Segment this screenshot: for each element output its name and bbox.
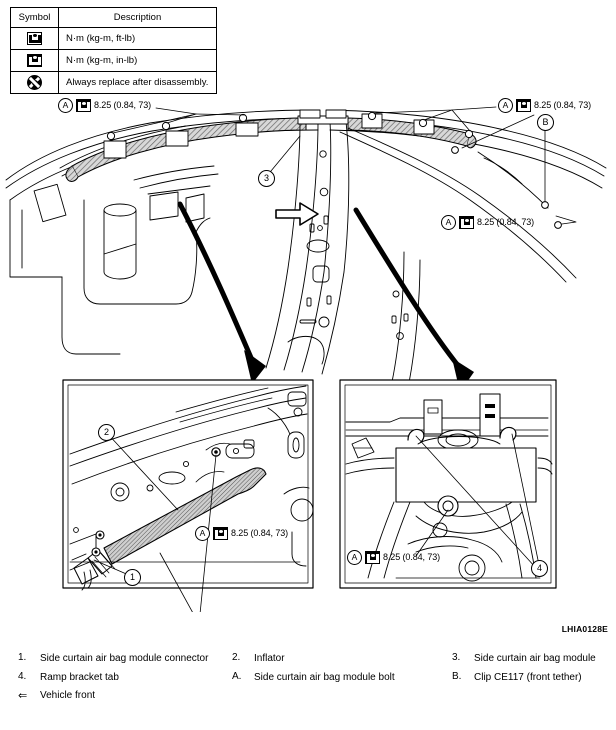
column-header-symbol: Symbol	[10, 7, 59, 28]
torque-label-top-right: A 8.25 (0.84, 73)	[498, 98, 591, 113]
symbol-description: Always replace after disassembly.	[58, 71, 217, 94]
legend-item-vehicle-front: ⇐ Vehicle front	[0, 689, 232, 703]
legend-text: Vehicle front	[40, 690, 96, 701]
torque-value: 8.25 (0.84, 73)	[534, 100, 592, 110]
legend-key: 3.	[452, 652, 461, 663]
torque-label-left-panel: A 8.25 (0.84, 73)	[195, 526, 288, 541]
legend-item-b: B. Clip CE117 (front tether)	[452, 671, 616, 685]
symbol-description: N·m (kg-m, in-lb)	[58, 49, 217, 72]
legend-key: 4.	[18, 671, 27, 682]
bolt-torque-light-icon	[27, 31, 42, 45]
table-row: Always replace after disassembly.	[10, 71, 217, 94]
callout-2: 2	[98, 424, 115, 441]
bolt-torque-dark-icon	[213, 527, 228, 540]
torque-label-mid-right: A 8.25 (0.84, 73)	[441, 215, 534, 230]
legend-row: 1. Side curtain air bag module connector…	[0, 652, 616, 666]
callout-b: B	[537, 114, 554, 131]
diagram-svg	[5, 106, 607, 625]
legend-text: Clip CE117 (front tether)	[474, 672, 582, 683]
vehicle-front-arrow-icon: ⇐	[18, 690, 28, 702]
torque-value: 8.25 (0.84, 73)	[94, 100, 152, 110]
figure-code: LHIA0128E	[561, 624, 608, 634]
ref-letter-a: A	[441, 215, 456, 230]
legend-key: 1.	[18, 652, 27, 663]
legend-text: Side curtain air bag module bolt	[254, 672, 395, 683]
legend-item-4: 4. Ramp bracket tab	[0, 671, 232, 685]
legend-key: B.	[452, 671, 462, 682]
column-header-description: Description	[58, 7, 217, 28]
legend-item-2: 2. Inflator	[232, 652, 452, 666]
symbol-legend-table: Symbol Description N·m (kg-m, ft-lb) N·m…	[10, 7, 217, 94]
legend-item-1: 1. Side curtain air bag module connector	[0, 652, 232, 666]
table-row: N·m (kg-m, in-lb)	[10, 49, 217, 72]
legend-key: 2.	[232, 652, 241, 663]
bolt-torque-dark-icon	[459, 216, 474, 229]
component-legend: 1. Side curtain air bag module connector…	[0, 652, 616, 704]
torque-value: 8.25 (0.84, 73)	[477, 217, 535, 227]
legend-item-a: A. Side curtain air bag module bolt	[232, 671, 452, 685]
bolt-torque-dark-icon	[365, 551, 380, 564]
bolt-torque-dark-icon	[27, 53, 42, 67]
symbol-description: N·m (kg-m, ft-lb)	[58, 27, 217, 50]
symbol-cell	[10, 49, 59, 72]
torque-label-top-left: A 8.25 (0.84, 73)	[58, 98, 151, 113]
legend-text: Inflator	[254, 653, 285, 664]
symbol-cell	[10, 71, 59, 94]
symbol-cell	[10, 27, 59, 50]
torque-label-right-panel: A 8.25 (0.84, 73)	[347, 550, 440, 565]
bolt-torque-dark-icon	[76, 99, 91, 112]
legend-item-3: 3. Side curtain air bag module	[452, 652, 616, 666]
ref-letter-a: A	[498, 98, 513, 113]
ref-letter-a: A	[195, 526, 210, 541]
legend-text: Side curtain air bag module	[474, 653, 596, 664]
ref-letter-a: A	[347, 550, 362, 565]
technical-diagram: A 8.25 (0.84, 73) A 8.25 (0.84, 73) A 8.…	[0, 92, 616, 625]
table-header-row: Symbol Description	[10, 7, 217, 28]
bolt-torque-dark-icon	[516, 99, 531, 112]
callout-3: 3	[258, 170, 275, 187]
callout-4: 4	[531, 560, 548, 577]
table-row: N·m (kg-m, ft-lb)	[10, 27, 217, 50]
torque-value: 8.25 (0.84, 73)	[383, 552, 441, 562]
callout-1: 1	[124, 569, 141, 586]
legend-text: Side curtain air bag module connector	[40, 653, 209, 664]
legend-row: ⇐ Vehicle front	[0, 689, 616, 703]
torque-value: 8.25 (0.84, 73)	[231, 528, 289, 538]
legend-text: Ramp bracket tab	[40, 672, 119, 683]
ref-letter-a: A	[58, 98, 73, 113]
legend-row: 4. Ramp bracket tab A. Side curtain air …	[0, 671, 616, 685]
legend-key: A.	[232, 671, 242, 682]
always-replace-icon	[27, 75, 42, 90]
